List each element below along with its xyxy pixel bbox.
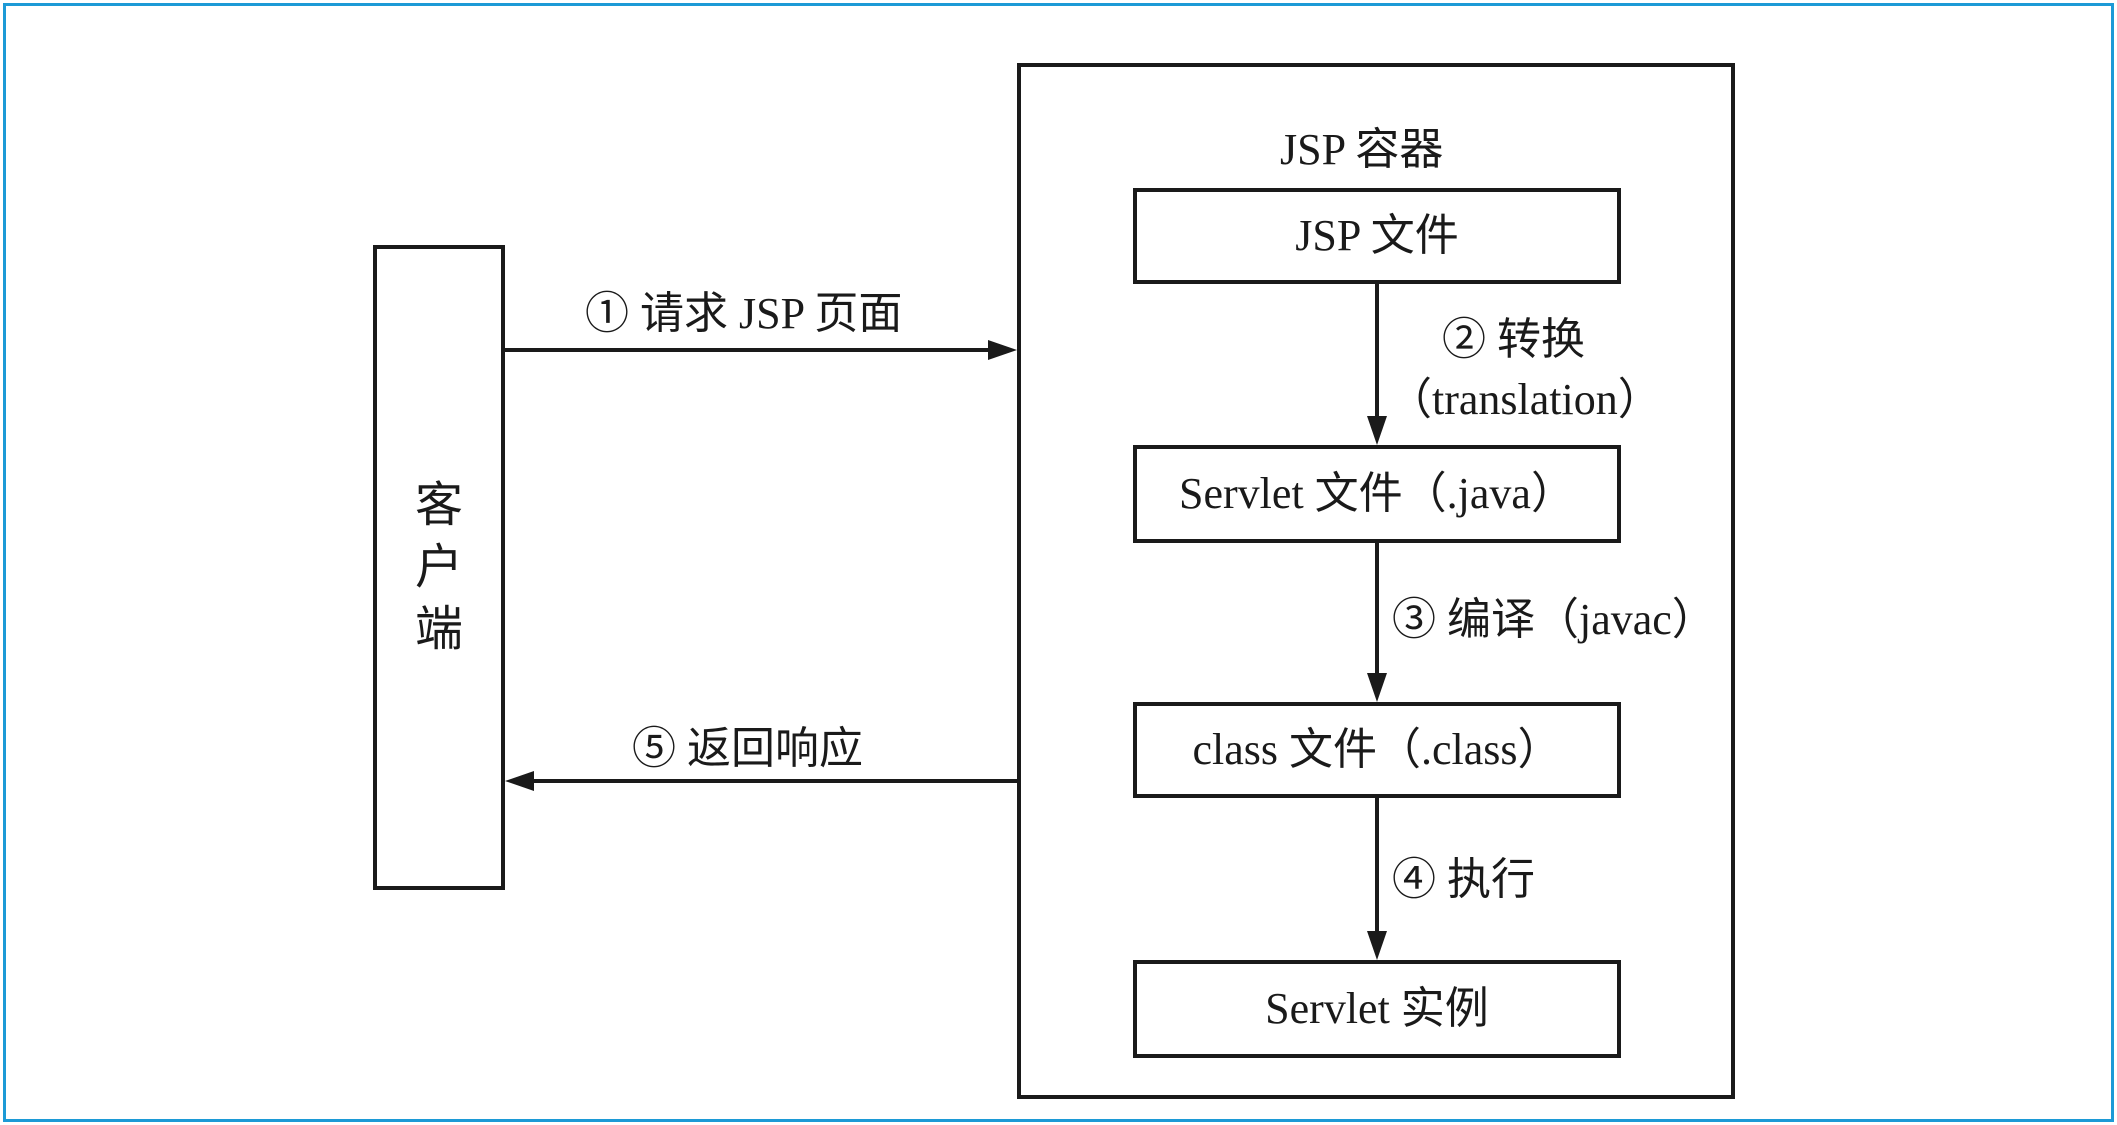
servlet-java-label: Servlet 文件（.java） (1179, 469, 1575, 518)
translate-note-label: （translation） (1388, 375, 1662, 424)
compile-label: ③ 编译（javac） (1392, 595, 1716, 644)
jsp-file-label: JSP 文件 (1295, 211, 1459, 260)
request-label: ① 请求 JSP 页面 (585, 289, 903, 338)
client-box: 客 户 端 (373, 245, 505, 890)
class-file-label: class 文件（.class） (1192, 725, 1562, 774)
client-label-char: 端 (414, 602, 463, 656)
outer-frame (3, 3, 2114, 1122)
jsp-container-title: JSP 容器 (1280, 125, 1444, 174)
servlet-instance-label: Servlet 实例 (1265, 984, 1489, 1033)
servlet-instance-node: Servlet 实例 (1133, 960, 1621, 1058)
client-label: 客 户 端 (377, 475, 501, 661)
class-file-node: class 文件（.class） (1133, 702, 1621, 798)
execute-label: ④ 执行 (1392, 855, 1535, 904)
translate-step-label: ② 转换 (1442, 315, 1585, 364)
response-label: ⑤ 返回响应 (632, 724, 863, 773)
jsp-file-node: JSP 文件 (1133, 188, 1621, 284)
client-label-char: 户 (414, 540, 463, 594)
servlet-java-node: Servlet 文件（.java） (1133, 445, 1621, 543)
client-label-char: 客 (414, 478, 463, 532)
